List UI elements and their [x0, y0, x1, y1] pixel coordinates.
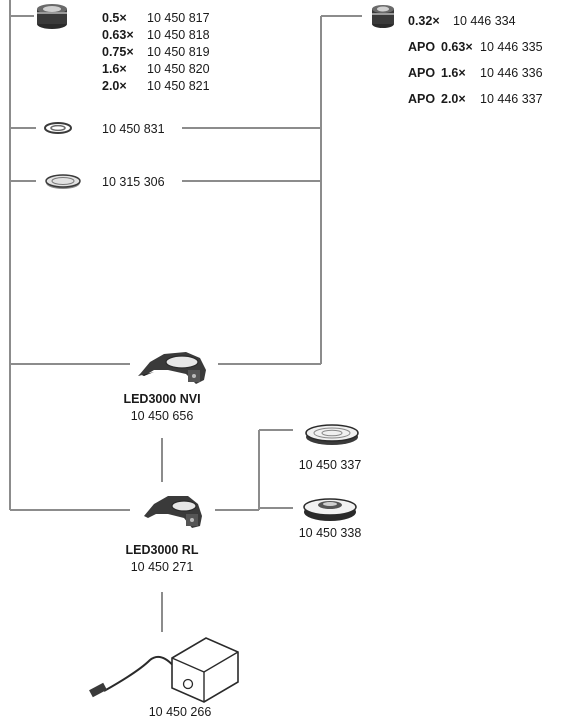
code-left-2: 10 450 819 [147, 45, 210, 59]
power-supply-code: 10 450 266 [149, 705, 212, 719]
mag-right-2: 1.6× [441, 66, 466, 80]
led-rl-code: 10 450 271 [131, 560, 194, 574]
code-left-1: 10 450 818 [147, 28, 210, 42]
connector-lines [9, 0, 362, 632]
filter-icon [45, 174, 81, 189]
mag-right-3: 2.0× [441, 92, 466, 106]
led-nvi-code: 10 450 656 [131, 409, 194, 423]
prefix-right-2: APO [408, 66, 435, 80]
code-left-3: 10 450 820 [147, 62, 210, 76]
adapter-ring-code: 10 450 831 [102, 122, 165, 136]
code-right-0: 10 446 334 [453, 14, 516, 28]
diffuser-icon [305, 424, 359, 445]
power-supply-icon [89, 637, 239, 703]
ring-light-icon [144, 496, 202, 528]
code-left-0: 10 450 817 [147, 11, 210, 25]
diffuser-1-code: 10 450 337 [299, 458, 362, 472]
mag-right-1: 0.63× [441, 40, 473, 54]
filter-code: 10 315 306 [102, 175, 165, 189]
objective-icon [37, 4, 67, 29]
mag-left-3: 1.6× [102, 62, 127, 76]
prefix-right-1: APO [408, 40, 435, 54]
diffuser-2-code: 10 450 338 [299, 526, 362, 540]
code-right-2: 10 446 336 [480, 66, 543, 80]
mag-right-0: 0.32× [408, 14, 440, 28]
ring-light-icon [138, 352, 206, 384]
objective-list-right: 0.32× 10 446 334 APO 0.63× 10 446 335 AP… [408, 14, 543, 106]
adapter-ring-icon [44, 122, 72, 134]
code-left-4: 10 450 821 [147, 79, 210, 93]
mag-left-4: 2.0× [102, 79, 127, 93]
led-rl-name: LED3000 RL [126, 543, 199, 557]
led-nvi-name: LED3000 NVI [123, 392, 200, 406]
mag-left-0: 0.5× [102, 11, 127, 25]
prefix-right-3: APO [408, 92, 435, 106]
objective-icon [372, 5, 394, 28]
objective-list-left: 0.5× 10 450 817 0.63× 10 450 818 0.75× 1… [102, 11, 210, 93]
mag-left-2: 0.75× [102, 45, 134, 59]
diffuser-icon [303, 498, 357, 521]
mag-left-1: 0.63× [102, 28, 134, 42]
code-right-1: 10 446 335 [480, 40, 543, 54]
code-right-3: 10 446 337 [480, 92, 543, 106]
